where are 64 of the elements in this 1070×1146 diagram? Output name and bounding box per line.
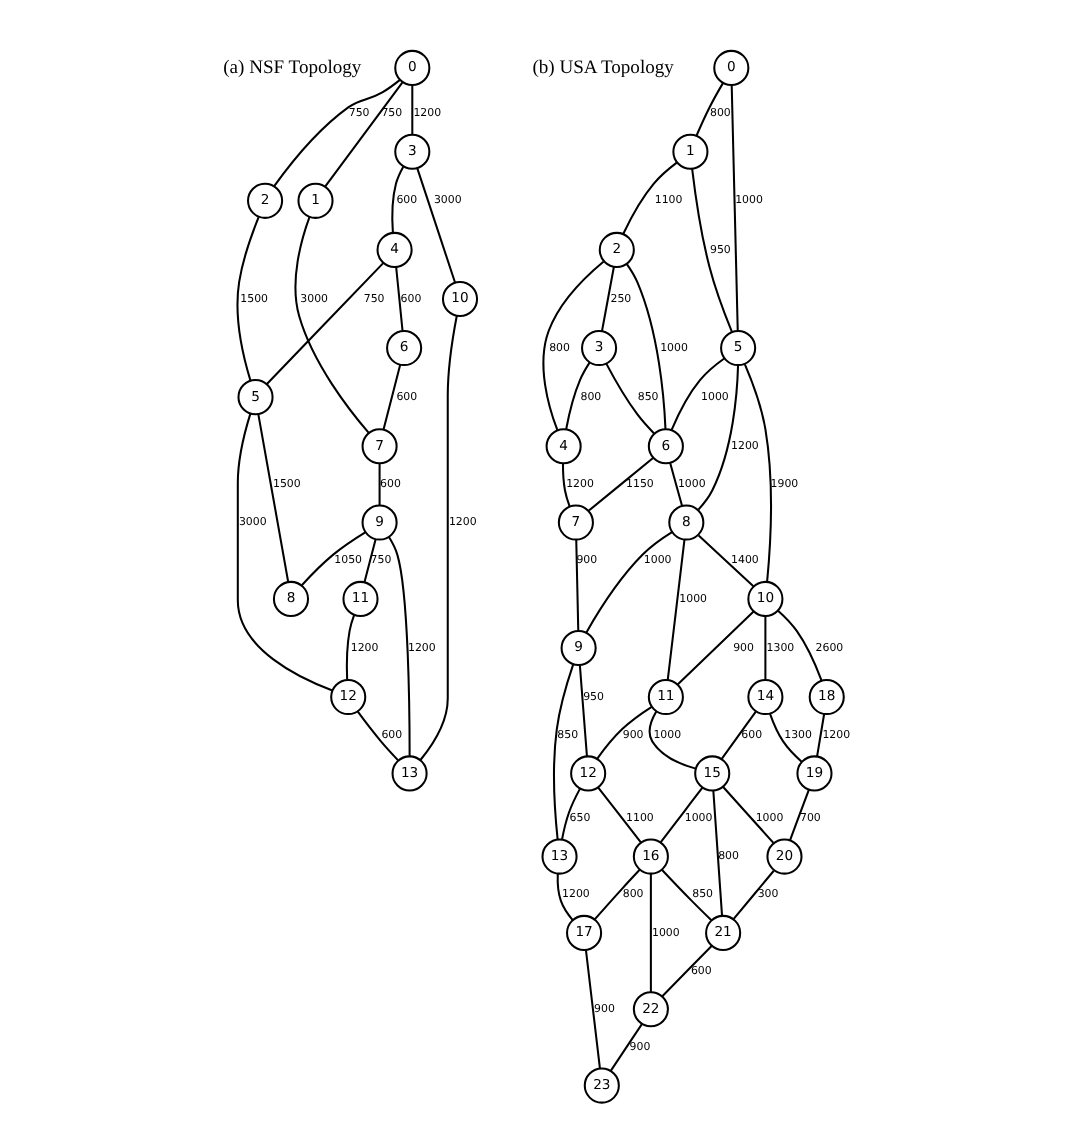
connector <box>649 873 652 992</box>
connector <box>294 216 370 434</box>
connector <box>382 364 402 430</box>
connector <box>561 788 581 840</box>
connector <box>732 870 775 920</box>
connector <box>691 168 733 333</box>
connector <box>648 711 696 770</box>
connector <box>622 161 678 235</box>
connector <box>236 216 260 381</box>
connector <box>301 531 366 586</box>
label: (b) USA Topology <box>532 56 674 79</box>
connector <box>584 950 601 1069</box>
connector <box>743 363 772 582</box>
connector <box>730 84 739 331</box>
connector <box>565 362 591 430</box>
connector <box>556 873 574 921</box>
connector <box>661 869 713 921</box>
connector <box>769 713 803 763</box>
connector <box>257 413 290 583</box>
connector <box>593 869 641 921</box>
label: (a) NSF Topology <box>223 56 362 79</box>
connector <box>659 787 704 844</box>
connector <box>777 609 823 681</box>
connector <box>697 365 740 511</box>
connector <box>712 790 724 916</box>
connector <box>419 315 458 761</box>
connector <box>542 260 605 431</box>
connector <box>676 610 755 686</box>
connector <box>578 665 588 757</box>
connector <box>575 539 580 631</box>
connector <box>378 463 381 506</box>
connector <box>363 538 377 583</box>
connector <box>395 266 404 331</box>
connector <box>698 534 755 588</box>
connector <box>265 262 384 385</box>
connector <box>411 85 414 135</box>
connector <box>764 616 767 680</box>
connector <box>720 711 757 760</box>
connector <box>722 786 775 844</box>
connector <box>789 789 810 841</box>
connector <box>273 79 401 187</box>
connector <box>816 713 826 757</box>
connector <box>609 1023 643 1072</box>
connector <box>596 706 653 760</box>
connector <box>605 363 655 435</box>
connector <box>666 539 686 680</box>
connector <box>597 787 642 844</box>
connector <box>585 531 673 633</box>
connector <box>416 168 456 283</box>
connector <box>670 357 725 431</box>
connector <box>625 263 667 429</box>
connector <box>345 614 356 680</box>
connector <box>553 664 575 840</box>
connector <box>391 166 405 233</box>
connector <box>695 82 724 136</box>
connector <box>236 413 333 692</box>
connector <box>561 463 571 507</box>
connector <box>669 462 684 507</box>
connector <box>588 457 654 512</box>
connector <box>600 266 615 332</box>
connector <box>324 81 404 188</box>
connector <box>356 710 399 762</box>
connector <box>661 945 713 997</box>
connector <box>388 536 411 756</box>
